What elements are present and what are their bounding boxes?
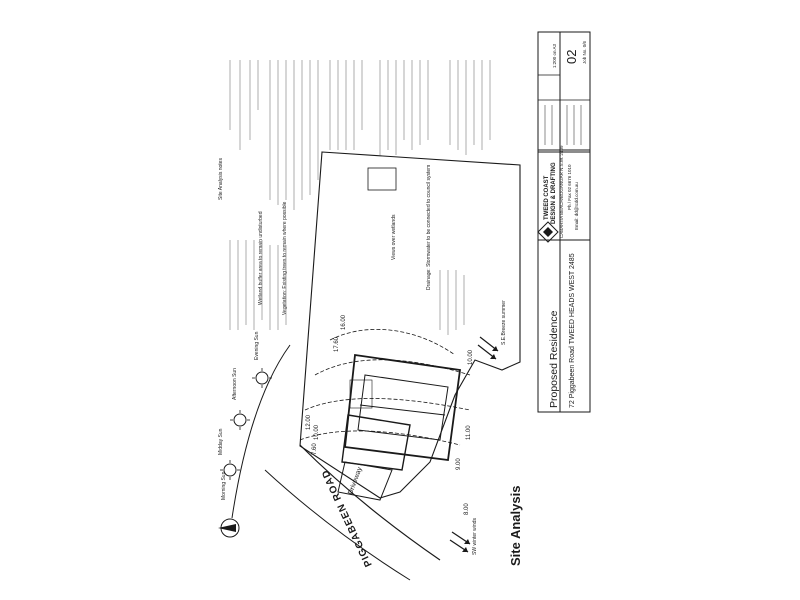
sun-label-evening: Evening Sun bbox=[254, 331, 260, 360]
notes-text-lines bbox=[229, 60, 491, 335]
road-edge bbox=[299, 444, 441, 561]
sun-icon bbox=[252, 368, 272, 388]
firm-address: CABARITA BEACH/BOGANGAR N.S.W. 2409 bbox=[559, 145, 564, 238]
wind-arrow-icon bbox=[449, 531, 471, 553]
sheet-title: Site Analysis bbox=[508, 486, 523, 566]
contour-label: 9.00 bbox=[456, 458, 462, 470]
revision-table bbox=[544, 105, 582, 145]
sheet-number: 02 bbox=[564, 50, 579, 64]
contour-label: 10.00 bbox=[314, 424, 320, 440]
driveway-label: Driveway bbox=[347, 466, 364, 496]
driveway-area bbox=[337, 461, 393, 501]
contour-label: 17.60 bbox=[334, 336, 340, 352]
project-title: Proposed Residence bbox=[548, 310, 560, 408]
firm-name-line2: DESIGN & DRAFTING bbox=[551, 162, 557, 224]
firm-phone: Ph / Fax 02 6676 1010 bbox=[567, 164, 572, 210]
callout-box bbox=[349, 379, 373, 409]
sun-label-morning: Morning Sun bbox=[221, 471, 227, 500]
contour-line bbox=[329, 329, 456, 356]
road-label: PIGGABEEN ROAD bbox=[320, 467, 375, 568]
notes-site: Site Analysis notes bbox=[218, 158, 224, 200]
breeze-label-se: S.E.Breeze summer bbox=[501, 300, 507, 345]
contour-label: 11.00 bbox=[466, 425, 472, 440]
breeze-arrow-icon bbox=[477, 336, 499, 360]
sun-label-midday: Midday Sun bbox=[218, 428, 224, 455]
sun-path-arc bbox=[231, 344, 291, 519]
sheet-scale: 1:200 on A3 bbox=[552, 43, 557, 68]
contour-label: 10.00 bbox=[468, 349, 474, 365]
contour-label: 16.00 bbox=[341, 314, 347, 330]
notes-views: Views over wetlands bbox=[391, 214, 397, 260]
firm-email: Email: dd@tcdd.com.au bbox=[574, 182, 579, 230]
notes-buffer: Wetland buffer area to remain undisturbe… bbox=[258, 211, 264, 305]
notes-vegetation: Vegetation: Existing trees to remain whe… bbox=[282, 201, 288, 315]
contour-line bbox=[304, 398, 471, 411]
contour-label: 8.00 bbox=[464, 503, 470, 515]
notes-drainage: Drainage: Stormwater to be connected to … bbox=[426, 165, 432, 290]
project-address: 72 Piggabeen Road TWEED HEADS WEST 2485 bbox=[569, 253, 576, 408]
road-edge-outer bbox=[264, 469, 411, 581]
sun-label-afternoon: Afternoon Sun bbox=[232, 368, 238, 400]
firm-name-line1: TWEED COAST bbox=[544, 175, 550, 220]
callout-box bbox=[367, 167, 397, 191]
sheet-ref: Job No. 0/6 bbox=[582, 40, 587, 64]
title-block bbox=[537, 31, 591, 413]
firm-logo-icon bbox=[537, 221, 559, 243]
site-boundary bbox=[299, 151, 521, 499]
contour-label: 12.00 bbox=[306, 414, 312, 430]
contour-label: 7.60 bbox=[312, 443, 318, 455]
sun-icon bbox=[230, 410, 250, 430]
sun-icon bbox=[220, 460, 240, 480]
breeze-label-sw: SW winter winds bbox=[472, 518, 478, 555]
building-footprint bbox=[341, 353, 462, 471]
north-arrow-icon bbox=[218, 518, 240, 538]
